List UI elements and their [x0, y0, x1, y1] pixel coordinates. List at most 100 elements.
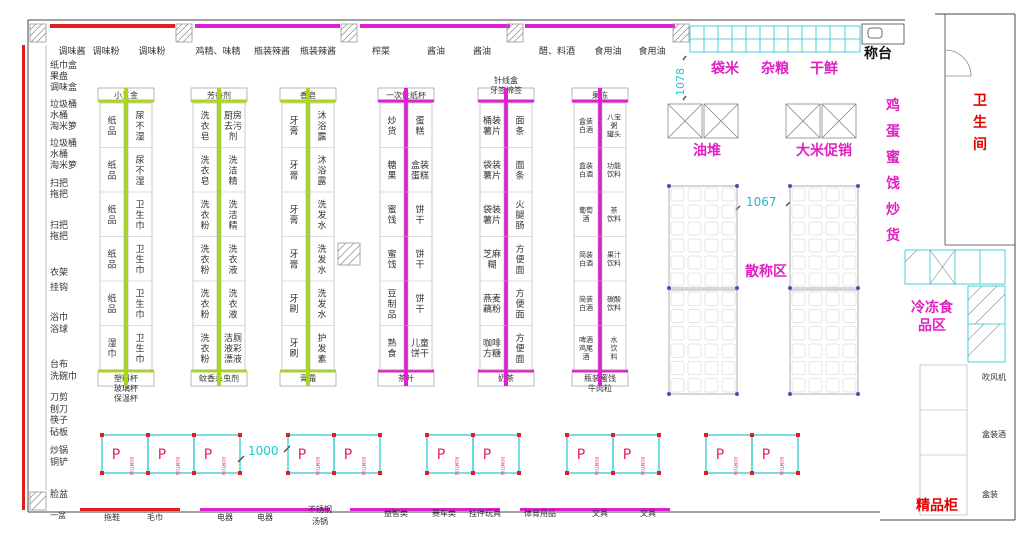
- aisle-right-cell: 洗发水: [317, 243, 326, 276]
- top-wall-label: 食用油: [594, 45, 621, 57]
- bottom-wall-labels: 一盆拖鞋毛巾电器电器不锈钢汤锅益智类赛车类挂件玩具体育用品文具文具: [50, 504, 656, 526]
- aisle-right-cell: 饼干: [415, 204, 424, 227]
- bottom-wall-label: 不锈钢: [308, 504, 332, 514]
- left-wall-label: 浴巾: [50, 311, 68, 323]
- left-wall-label: 浴球: [50, 323, 68, 335]
- top-wall-label: 酱油: [473, 45, 491, 57]
- left-wall-label: 调味盒: [50, 81, 77, 93]
- case-sub-label: ROMTON: [779, 457, 784, 475]
- boxed-wine-label: 盒装酒: [982, 429, 1006, 439]
- aisle-4: 一次性纸杯茶叶炒货糖果蜜饯蜜饯豆制品熟食蛋糕盒装蛋糕饼干饼干饼干儿童饼干: [377, 87, 435, 387]
- outer-walls: [27, 13, 1016, 521]
- left-wall-label: 挂钩: [50, 281, 68, 293]
- bottom-wall-label: 电器: [217, 512, 233, 522]
- aisle-left-cell: 盒装白酒: [579, 117, 593, 135]
- case-p-label: P: [344, 447, 352, 463]
- case-p-label: P: [437, 447, 445, 463]
- bottom-wall-label: 文具: [592, 508, 608, 518]
- left-wall-label: 纸巾盒: [50, 59, 77, 71]
- bottom-display-cases: PROMTONPROMTONPROMTONPROMTONPROMTONPROMT…: [100, 433, 800, 475]
- left-wall-label: 铜铲: [50, 456, 68, 468]
- aisle-right-cell: 洗发水: [317, 287, 326, 320]
- top-wall-label: 瓶装辣酱: [300, 45, 336, 57]
- aisle-right-cell: 洗衣液: [228, 243, 237, 276]
- aisle-left-cell: 袋装薯片: [483, 159, 501, 182]
- toilet-label: 卫生间: [973, 93, 987, 153]
- hatched-columns: [29, 23, 690, 511]
- freezer-hatch: [904, 249, 1006, 357]
- left-wall-label: 拖把: [50, 188, 68, 200]
- aisle-left-cell: 葡萄酒: [579, 206, 593, 224]
- top-wall-label: 酱油: [427, 45, 445, 57]
- case-sub-label: ROMTON: [733, 457, 738, 475]
- toilet-room: [944, 14, 1015, 246]
- rice-shelf-grid: [689, 25, 861, 53]
- case-sub-label: ROMTON: [175, 457, 180, 475]
- left-wall-label: 垃圾桶: [50, 98, 77, 110]
- top-wall-label: 鸡精、味精: [195, 45, 240, 57]
- dimension-1078: 1078: [674, 68, 687, 96]
- case-p-label: P: [298, 447, 306, 463]
- aisle-right-cell: 沐浴露: [317, 109, 326, 142]
- left-wall-label: 淘米箩: [50, 159, 77, 171]
- oil-stack-boxes: [667, 103, 857, 139]
- aisle-right-cell: 饼干: [415, 248, 424, 271]
- case-p-label: P: [716, 447, 724, 463]
- aisle-left-cell: 纸品: [107, 293, 116, 316]
- top-wall-label: 醋、料酒: [539, 45, 575, 57]
- left-wall-label: 水桶: [50, 148, 68, 160]
- bottom-wall-label: 文具: [640, 508, 656, 518]
- aisle-left-cell: 咖啡方糖: [483, 337, 501, 360]
- case-p-label: P: [158, 447, 166, 463]
- bottom-wall-label: 赛车类: [432, 508, 456, 518]
- aisle-left-cell: 盒装白酒: [579, 161, 593, 179]
- dimension-1000: 1000: [248, 444, 279, 458]
- top-wall-labels: 调味酱调味粉调味粉鸡精、味精瓶装辣酱瓶装辣酱榨菜酱油酱油醋、料酒食用油食用油: [58, 45, 665, 57]
- aisle-right-cell: 卫生巾: [135, 200, 144, 231]
- case-sub-label: ROMTON: [315, 457, 320, 475]
- svg-text:鸡蛋蜜饯炒货: 鸡蛋蜜饯炒货: [885, 97, 900, 244]
- bulk-bins: [667, 184, 860, 396]
- aisle-left-cell: 纸品: [107, 159, 116, 182]
- case-sub-label: ROMTON: [221, 457, 226, 475]
- aisle-left-cell: 牙膏: [289, 160, 298, 182]
- aisle-2: 芳香剂蚊香杀虫剂洗衣皂洗衣皂洗衣粉洗衣粉洗衣粉洗衣粉厨房去污剂洗洁精洗洁精洗衣液…: [190, 87, 248, 387]
- left-wall-label: 筷子: [50, 414, 68, 426]
- aisle-right-cell: 尿不湿: [135, 110, 144, 142]
- boutique-cabinet-label: 精品柜: [916, 497, 958, 514]
- aisle-right-cell: 方便面: [515, 332, 524, 365]
- top-wall-label: 调味粉: [138, 45, 165, 57]
- dimension-1067: 1067: [746, 195, 777, 209]
- aisle-5: 针线盒牙签棉签奶茶桶装薯片袋装薯片袋装薯片芝麻糊燕麦藕粉咖啡方糖面条面条火腿肠方…: [477, 75, 535, 387]
- aisle-left-cell: 豆制品: [387, 288, 396, 320]
- aisle-right-cell: 洁厕液彩漂液: [224, 332, 242, 365]
- left-wall-label: 果盘: [50, 70, 68, 82]
- aisle-left-cell: 蜜饯: [387, 248, 396, 271]
- svg-text:冷冻食品区: 冷冻食品区: [911, 299, 954, 334]
- left-wall-label: 刀剪: [50, 391, 68, 403]
- aisle-right-cell: 沐浴露: [317, 154, 326, 187]
- aisle-right-cell: 洗衣液: [228, 287, 237, 320]
- aisle-left-cell: 芝麻糊: [483, 248, 501, 271]
- aisle-right-cell: 碳酸饮料: [607, 295, 621, 313]
- rice-label-dried: 干鲜: [810, 60, 838, 77]
- aisle-left-cell: 纸品: [107, 115, 116, 138]
- aisle-right-cell: 儿童饼干: [411, 337, 429, 360]
- aisle-3: 香皂膏霜牙膏牙膏牙膏牙膏牙刷牙刷沐浴露沐浴露洗发水洗发水洗发水护发素: [279, 87, 337, 387]
- frozen-food-label: 冷冻食品区: [911, 299, 954, 334]
- aisle-left-cell: 洗衣粉: [200, 287, 209, 320]
- aisle-6: 果冻瓶装蜜饯牛肉粒盒装白酒盒装白酒葡萄酒简装白酒简装白酒啤酒鸡尾酒八宝粥罐头功能…: [571, 87, 629, 393]
- aisle-left-cell: 洗衣粉: [200, 198, 209, 231]
- aisle-left-cell: 简装白酒: [579, 295, 593, 313]
- aisle-right-cell: 面条: [515, 116, 524, 138]
- aisle-right-cell: 尿不湿: [135, 155, 144, 187]
- rice-promo-label: 大米促销: [796, 142, 852, 159]
- aisle-left-cell: 炒货: [387, 116, 396, 138]
- left-wall-label: 水桶: [50, 109, 68, 121]
- left-wall-label: 衣架: [50, 266, 68, 278]
- aisle-left-cell: 牙膏: [289, 205, 298, 227]
- case-p-label: P: [762, 447, 770, 463]
